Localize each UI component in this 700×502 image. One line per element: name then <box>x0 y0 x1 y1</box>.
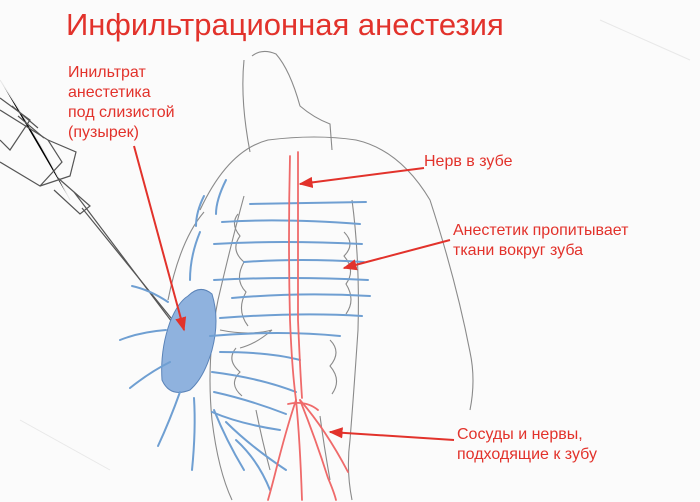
arrow-nerve <box>298 167 425 188</box>
pointer-arrows <box>133 145 455 441</box>
arrow-vessels <box>328 427 455 441</box>
label-infiltrate: Инильтрат анестетика под слизистой (пузы… <box>68 64 175 141</box>
arrow-infiltrate <box>133 145 187 332</box>
arrow-anesthetic <box>342 239 451 271</box>
tooth-nerve <box>267 151 349 501</box>
label-nerve: Нерв в зубе <box>424 153 513 170</box>
anesthetic-spread-lines <box>119 179 371 491</box>
anesthetic-bubble <box>161 289 217 393</box>
label-vessels: Сосуды и нервы, подходящие к зубу <box>457 426 597 463</box>
tooth-sketch <box>167 50 474 501</box>
label-anesthetic: Анестетик пропитывает ткани вокруг зуба <box>453 222 629 259</box>
diagram-title: Инфильтрационная анестезия <box>66 7 504 42</box>
